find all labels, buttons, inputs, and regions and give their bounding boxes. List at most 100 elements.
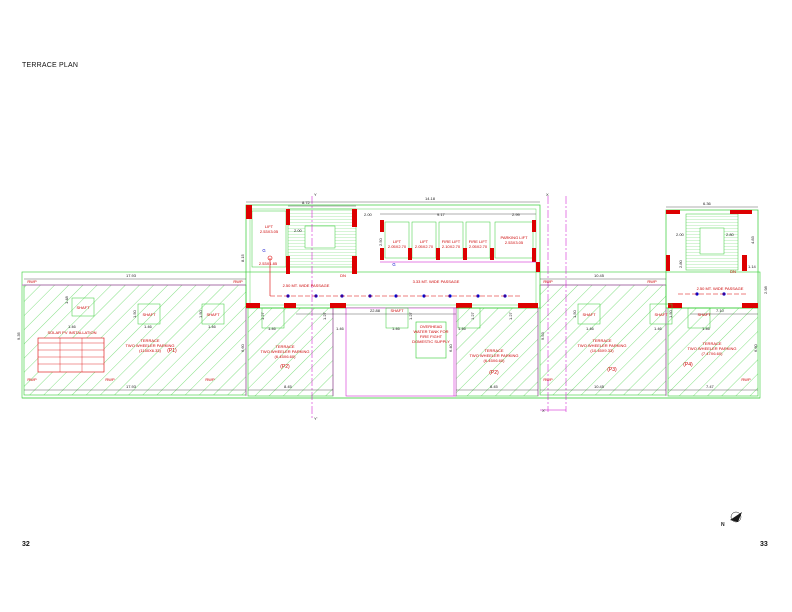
dim-p2b-height: 6.40 (448, 343, 453, 352)
right-core-landing (699, 227, 725, 255)
rwp-label-3: RWP (27, 377, 37, 382)
grid-label-yprime: Y' (314, 416, 318, 421)
rwp-label-1: RWP (27, 279, 37, 284)
dim-146-d: 1.46 (268, 326, 277, 331)
room-fire-lift1-name: FIRE LIFT (442, 239, 461, 244)
p4-area: (7.47X6.60) (702, 351, 724, 356)
dimension-lines (24, 201, 758, 391)
north-arrow-icon (730, 511, 742, 523)
room-lift-left-size2: 2.53X1.85 (259, 261, 278, 266)
dim-mid-span: 22.88 (370, 308, 381, 313)
marker-g-left: G (262, 248, 265, 253)
dim-146-h: 1.46 (586, 326, 595, 331)
shaft-label-5: SHAFT (582, 312, 596, 317)
room-parking-lift-size: 2.53X3.05 (505, 240, 524, 245)
tank-line-1: OVERHEAD (420, 324, 443, 329)
grid-label-xprime: X' (542, 408, 546, 413)
dim-top-mid: 9.17 (437, 212, 446, 217)
p1-label-2: TWO WHEELER PARKING (125, 343, 174, 348)
lift-box-parking (494, 221, 534, 259)
page-number-right: 33 (760, 541, 768, 548)
dim-127-d: 1.27 (470, 311, 475, 320)
rwp-label-4: RWP (105, 377, 115, 382)
p2a-label-2: TWO WHEELER PARKING (260, 349, 309, 354)
stair-dn-label: DN (340, 273, 346, 278)
p4-label-1: TERRACE (702, 341, 721, 346)
dim-250-core: 2.50 (378, 237, 383, 246)
dim-280-right: 2.80 (726, 232, 735, 237)
dim-left-height: 9.35 (16, 331, 21, 340)
tank-line-3: FIRE FIGHT (420, 334, 443, 339)
terrace-area-p4 (667, 307, 759, 397)
page-number-left: 32 (22, 541, 30, 548)
p2a-label-1: TERRACE (275, 344, 294, 349)
solar-title: SOLAR PV INSTALLATION (48, 330, 97, 335)
dim-127-a: 1.27 (260, 311, 265, 320)
rwp-label-2: RWP (233, 279, 243, 284)
passage-mid: 3.33 MT. WIDE PASSAGE (413, 279, 460, 284)
passage-left: 2.50 MT. WIDE PASSAGE (283, 283, 330, 288)
dim-200-core: 2.00 (294, 228, 303, 233)
dim-top-left-stair: 8.72 (302, 200, 311, 205)
p3-label-1: TERRACE (592, 338, 611, 343)
p2b-area: (6.45X6.60) (484, 358, 506, 363)
p2a-tag: (P2) (280, 364, 290, 370)
room-lift1-size: 2.05X2.70 (388, 244, 407, 249)
dim-core-small-right: 1.14 (748, 264, 757, 269)
p3-label-2: TWO WHEELER PARKING (577, 343, 626, 348)
page-title: TERRACE PLAN (22, 62, 79, 69)
dim-top-overall: 14.18 (425, 196, 436, 201)
rwp-label-8: RWP (647, 279, 657, 284)
lift-box-left (251, 210, 287, 268)
p4-tag: (P4) (683, 362, 693, 368)
p1-label-1: TERRACE (140, 338, 159, 343)
marker-g-core: G (392, 262, 395, 267)
dim-core-height-left: 8.15 (240, 253, 245, 262)
dim-127-e: 1.27 (508, 311, 513, 320)
dim-146-i: 1.46 (654, 326, 663, 331)
rwp-label-5: RWP (205, 377, 215, 382)
room-fire-lift2-size: 2.05X2.70 (469, 244, 488, 249)
rwp-label-6: RWP (543, 279, 553, 284)
stair-landing (304, 225, 336, 249)
room-fire-lift2-name: FIRE LIFT (469, 239, 488, 244)
dim-150-d: 1.50 (668, 309, 673, 318)
p3-tag: (P3) (607, 367, 617, 373)
tank-line-4: DOMESTIC SUPPLY (412, 339, 450, 344)
lift-box-4 (465, 221, 491, 259)
dim-mid-right: 7.10 (716, 308, 725, 313)
room-parking-lift-name: PARKING LIFT (500, 235, 528, 240)
rwp-label-7: RWP (543, 377, 553, 382)
room-lift2-name: LIFT (420, 239, 429, 244)
p3-area: (10.45X9.33) (590, 348, 614, 353)
dim-146-c: 1.46 (208, 324, 217, 329)
dim-150-b: 1.50 (198, 309, 203, 318)
dim-right-edge: 2.98 (763, 285, 768, 294)
dim-core-height-right: 4.83 (750, 235, 755, 244)
shaft-label-7: SHAFT (697, 312, 711, 317)
shaft-label-6: SHAFT (654, 312, 668, 317)
dim-right-height: 9.53 (540, 331, 545, 340)
dim-strip-right-bottom: 10.45 (594, 384, 605, 389)
room-lift-left-size: 2.53X3.05 (260, 229, 279, 234)
p2a-area: (6.45X6.60) (275, 354, 297, 359)
dim-146-f: 1.46 (392, 326, 401, 331)
dim-200-right: 2.00 (676, 232, 685, 237)
dim-148: 1.48 (64, 295, 69, 304)
dim-150-a: 1.50 (132, 309, 137, 318)
solar-pv-panel (37, 337, 105, 373)
dim-146-a: 1.46 (68, 324, 77, 329)
p2b-label-1: TERRACE (484, 348, 503, 353)
dim-127-c: 1.27 (408, 311, 413, 320)
p1-area: (1150X6.33) (139, 348, 161, 353)
shaft-label-3: SHAFT (206, 312, 220, 317)
lift-box-2 (411, 221, 437, 259)
room-lift2-size: 2.05X2.70 (415, 244, 434, 249)
dim-p2-height: 6.60 (240, 343, 245, 352)
wall-blocks-central (246, 205, 540, 308)
room-lift1-name: LIFT (393, 239, 402, 244)
grid-label-y: Y (314, 192, 317, 197)
dim-top-right-gap: 2.99 (512, 212, 521, 217)
tank-line-2: WATER TANK FOR (414, 329, 449, 334)
